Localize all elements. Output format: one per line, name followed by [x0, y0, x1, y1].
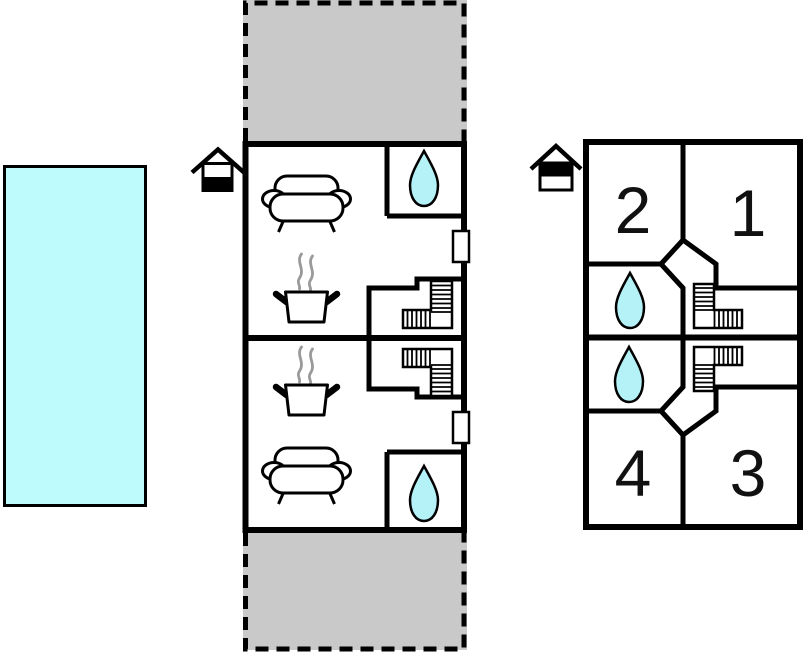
staircase: [401, 347, 454, 398]
room-2-label: 2: [615, 173, 652, 247]
steam-icon: [296, 345, 303, 384]
bathroom-wall-bottom: [384, 449, 464, 530]
steam-icon: [296, 252, 303, 291]
interior-walls-bottom: [587, 338, 799, 527]
bathroom-wall-top: [384, 144, 464, 219]
interior-walls-top: [587, 142, 799, 338]
house-ground-floor-icon: [190, 146, 246, 192]
steam-icon: [307, 347, 314, 386]
ground-floor-plan: [242, 0, 471, 652]
swimming-pool: [3, 165, 147, 507]
staircase: [692, 282, 744, 330]
house-upper-floor-icon: [529, 142, 583, 192]
garden-top-dashed-border: [243, 0, 467, 141]
garden-area-top: [243, 0, 467, 141]
stair-hall-wall-top: [366, 276, 464, 336]
steam-icon: [307, 254, 314, 293]
upper-floor-plan: 2 1 4 3: [583, 139, 803, 530]
garden-area-bottom: [243, 533, 467, 650]
window: [451, 410, 471, 445]
window: [451, 229, 471, 264]
room-3-label: 3: [730, 436, 767, 510]
staircase: [692, 345, 744, 393]
room-1-label: 1: [730, 176, 767, 250]
staircase: [401, 279, 454, 330]
room-4-label: 4: [615, 436, 652, 510]
